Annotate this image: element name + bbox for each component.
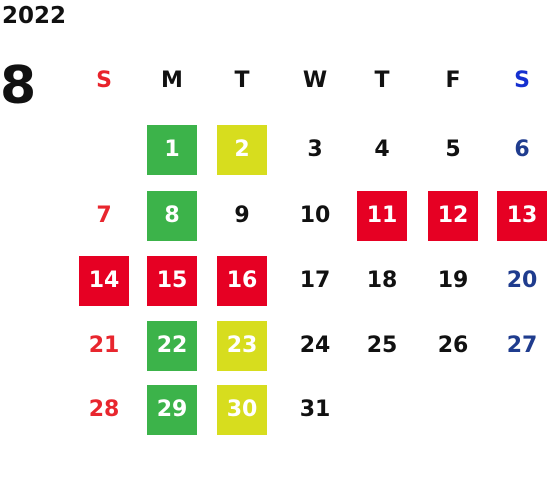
- date-cell-18[interactable]: 18: [366, 268, 398, 293]
- date-cell-5[interactable]: 5: [445, 137, 461, 162]
- month-label: 8: [0, 56, 37, 116]
- date-cell-23[interactable]: 23: [217, 321, 267, 371]
- date-cell-26[interactable]: 26: [437, 333, 469, 358]
- weekday-header-tuesday: T: [234, 68, 250, 93]
- date-cell-11[interactable]: 11: [357, 191, 407, 241]
- date-cell-28[interactable]: 28: [88, 397, 120, 422]
- date-cell-12[interactable]: 12: [428, 191, 478, 241]
- date-cell-14[interactable]: 14: [79, 256, 129, 306]
- date-cell-19[interactable]: 19: [437, 268, 469, 293]
- date-cell-15[interactable]: 15: [147, 256, 197, 306]
- date-cell-3[interactable]: 3: [307, 137, 323, 162]
- date-cell-30[interactable]: 30: [217, 385, 267, 435]
- weekday-header-monday: M: [161, 68, 183, 93]
- date-cell-24[interactable]: 24: [299, 333, 331, 358]
- date-cell-17[interactable]: 17: [299, 268, 331, 293]
- weekday-header-wednesday: W: [302, 68, 328, 93]
- date-cell-21[interactable]: 21: [88, 333, 120, 358]
- date-cell-16[interactable]: 16: [217, 256, 267, 306]
- date-cell-10[interactable]: 10: [299, 203, 331, 228]
- date-cell-7[interactable]: 7: [96, 203, 112, 228]
- date-cell-8[interactable]: 8: [147, 191, 197, 241]
- date-cell-13[interactable]: 13: [497, 191, 547, 241]
- date-cell-20[interactable]: 20: [506, 268, 538, 293]
- weekday-header-thursday: T: [374, 68, 390, 93]
- weekday-header-saturday: S: [514, 68, 530, 93]
- date-cell-27[interactable]: 27: [506, 333, 538, 358]
- weekday-header-sunday: S: [96, 68, 112, 93]
- date-cell-4[interactable]: 4: [374, 137, 390, 162]
- weekday-header-friday: F: [445, 68, 461, 93]
- date-cell-22[interactable]: 22: [147, 321, 197, 371]
- date-cell-29[interactable]: 29: [147, 385, 197, 435]
- date-cell-6[interactable]: 6: [514, 137, 530, 162]
- date-cell-25[interactable]: 25: [366, 333, 398, 358]
- date-cell-1[interactable]: 1: [147, 125, 197, 175]
- date-cell-9[interactable]: 9: [234, 203, 250, 228]
- date-cell-31[interactable]: 31: [299, 397, 331, 422]
- date-cell-2[interactable]: 2: [217, 125, 267, 175]
- year-label: 2022: [2, 3, 67, 29]
